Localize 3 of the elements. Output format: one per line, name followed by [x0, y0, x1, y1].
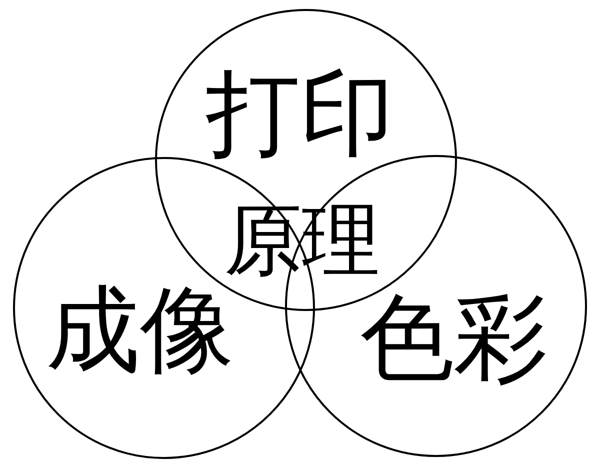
circle-label: 色彩	[360, 292, 548, 386]
circle-label: 成像	[46, 284, 234, 378]
circle-label: 打印	[206, 68, 394, 162]
